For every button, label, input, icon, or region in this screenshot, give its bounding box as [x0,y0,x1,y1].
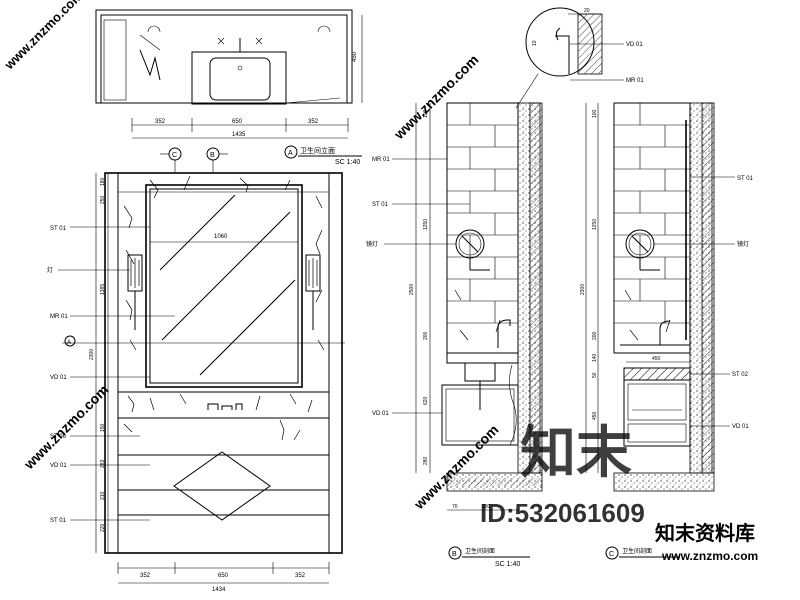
watermark-site-cn: 知末资料库 [655,521,755,545]
watermark-diagonal: www.znzmo.com [1,0,86,73]
watermark-site-url: www.znzmo.com [661,549,758,563]
elev-vdim-1: 180 [100,177,106,186]
elev-vdim-8: 220 [100,523,106,532]
watermark-id: ID:532061609 [480,498,645,528]
secc-basin-dim: 450 [652,356,661,362]
elevation-callouts: ST 01 灯 MR 01 A VD 01 ST 06 VD 01 ST 01 [47,226,175,524]
secb-dim-bottom-1: 70 [452,504,458,510]
secc-callout-vd01: VD 01 [732,424,749,430]
secc-vdim-2: 1250 [592,219,598,230]
secb-callout-mirror-lamp: 镜灯 [366,240,378,248]
marker-c-label: C [172,152,177,159]
secb-scale: SC 1:40 [495,561,520,568]
secc-title: 卫生间剖面 [622,547,652,555]
secb-callout-mr01: MR 01 [372,157,390,163]
elev-vdim-7: 210 [100,491,106,500]
plan-dim-bottom-1: 352 [155,119,166,125]
secb-vdim-3: 2500 [409,284,415,295]
elev-vdim-6: 283 [100,459,106,468]
callout-lamp: 灯 [47,266,53,274]
section-b-view: 20 10 VD 01 MR 01 [366,7,644,568]
detail-dim-1: 20 [584,8,590,14]
watermark-foreground: 知末 ID:532061609 知末资料库 www.znzmo.com [480,421,758,563]
callout-a-marker: A [67,340,71,346]
section-c-view: 450 100 1250 2300 200 140 50 450 ST 01 镜… [580,102,754,560]
elevation-title: 卫生间立面 [300,146,335,155]
section-c-cabinet [623,379,691,447]
callout-mr01: MR 01 [50,314,68,320]
elev-dim-bottom-3: 352 [295,573,306,579]
callout-vd01-lower: VD 01 [50,463,67,469]
secb-callout-st01: ST 01 [372,202,389,208]
elev-dim-bottom-1: 352 [140,573,151,579]
elevation-vertical-dims: 180 250 1385 2300 150 283 210 220 [89,177,106,532]
secc-vdim-3: 2300 [580,284,586,295]
secb-dim-bottom-2: 380 [482,504,491,510]
elev-vdim-2: 250 [100,195,106,204]
marker-b-label: B [210,152,215,159]
detail-callout-mr01: MR 01 [626,78,644,84]
callout-vd01-upper: VD 01 [50,375,67,381]
secb-title-marker: B [452,551,457,558]
marker-a-label: A [288,150,293,157]
secb-vdim-4: 200 [423,331,429,340]
elev-vdim-4: 2300 [89,349,95,360]
callout-st01-top: ST 01 [50,226,67,232]
elev-dim-total: 1434 [212,587,226,593]
secc-callout-st01: ST 01 [737,176,754,182]
mirror [145,184,303,388]
elev-dim-bottom-2: 650 [218,573,229,579]
secb-title: 卫生间剖面 [465,547,495,555]
mirror-width-dim: 1060 [214,234,228,240]
secc-callout-st02: ST 02 [732,372,749,378]
secc-vdim-4: 200 [592,331,598,340]
secb-vdim-2: 1250 [423,219,429,230]
secc-vdim-5: 140 [592,353,598,362]
plan-dim-top: 450 [352,51,358,62]
elev-vdim-3: 1385 [100,284,106,295]
section-b-cabinet [441,384,519,446]
secc-title-marker: C [609,551,614,558]
secb-vdim-5: 620 [423,396,429,405]
elevation-scale: SC 1:40 [335,159,360,166]
secb-vdim-6: 280 [423,456,429,465]
secc-vdim-6: 50 [592,372,598,378]
detail-dim-2: 10 [532,40,538,46]
elevation-view: C B A 卫生间立面 SC 1:40 1060 [47,145,362,593]
elev-vdim-5: 150 [100,423,106,432]
watermark-diagonal: www.znzmo.com [20,381,111,472]
plan-dim-bottom-2: 650 [232,119,243,125]
secb-callout-vd01: VD 01 [372,411,389,417]
plan-dim-bottom-3: 352 [308,119,319,125]
plan-view: 450 352 650 352 1435 [95,9,363,139]
secc-vdim-7: 450 [592,411,598,420]
callout-st01-bottom: ST 01 [50,518,67,524]
secc-callout-mirror-lamp: 镜灯 [737,240,749,248]
watermark-diagonal: www.znzmo.com [390,51,481,142]
vanity-diamond [173,451,271,521]
detail-callout-vd01: VD 01 [626,42,643,48]
watermark-brand: 知末 [520,421,632,484]
plan-dim-total: 1435 [232,132,246,138]
secb-vdim-1: 100 [423,109,429,118]
callout-st06: ST 06 [50,434,67,440]
secc-vdim-1: 100 [592,109,598,118]
marker-a [284,145,298,159]
